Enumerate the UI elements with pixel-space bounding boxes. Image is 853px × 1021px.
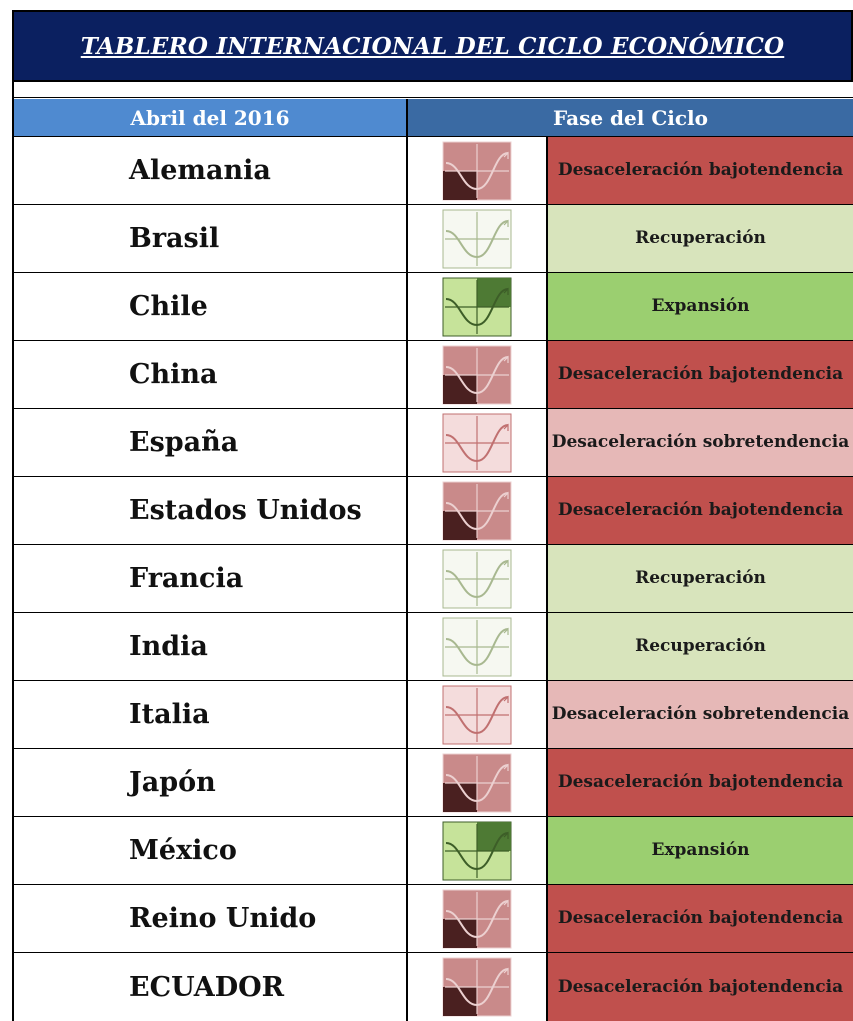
phase-header: Fase del Ciclo [408,99,853,137]
phase-label: Recuperación [548,205,853,272]
country-name: México [12,817,408,884]
title-bar: TABLERO INTERNACIONAL DEL CICLO ECONÓMIC… [12,10,853,82]
business-cycle-icon [442,141,512,200]
cycle-icon-cell [408,545,548,612]
business-cycle-icon [442,209,512,268]
table-row: Chile Expansión [12,273,853,341]
title-spacer [12,82,853,98]
business-cycle-icon [442,549,512,608]
phase-label: Recuperación [548,545,853,612]
cycle-icon-cell [408,137,548,204]
cycle-icon-cell [408,613,548,680]
cycle-icon-cell [408,885,548,952]
cycle-icon-cell [408,817,548,884]
business-cycle-icon [442,821,512,880]
country-name: Reino Unido [12,885,408,952]
country-name: Estados Unidos [12,477,408,544]
business-cycle-icon [442,481,512,540]
phase-label: Expansión [548,817,853,884]
cycle-icon-cell [408,681,548,748]
business-cycle-icon [442,617,512,676]
country-name: India [12,613,408,680]
table-row: India Recuperación [12,613,853,681]
cycle-icon-cell [408,273,548,340]
country-name: Alemania [12,137,408,204]
phase-label: Recuperación [548,613,853,680]
cycle-icon-cell [408,953,548,1021]
cycle-icon-cell [408,749,548,816]
phase-label: Expansión [548,273,853,340]
business-cycle-icon [442,277,512,336]
table-row: Francia Recuperación [12,545,853,613]
business-cycle-icon [442,889,512,948]
country-name: Francia [12,545,408,612]
page-title: TABLERO INTERNACIONAL DEL CICLO ECONÓMIC… [80,32,785,60]
country-name: Italia [12,681,408,748]
country-name: Japón [12,749,408,816]
table-row: México Expansión [12,817,853,885]
business-cycle-icon [442,413,512,472]
country-name: Chile [12,273,408,340]
business-cycle-icon [442,685,512,744]
date-header: Abril del 2016 [12,99,408,137]
country-name: China [12,341,408,408]
business-cycle-icon [442,345,512,404]
business-cycle-icon [442,957,512,1017]
country-name: España [12,409,408,476]
cycle-icon-cell [408,341,548,408]
business-cycle-icon [442,753,512,812]
country-name: ECUADOR [12,953,408,1021]
cycle-icon-cell [408,409,548,476]
cycle-icon-cell [408,477,548,544]
country-name: Brasil [12,205,408,272]
table-row: Brasil Recuperación [12,205,853,273]
cycle-icon-cell [408,205,548,272]
